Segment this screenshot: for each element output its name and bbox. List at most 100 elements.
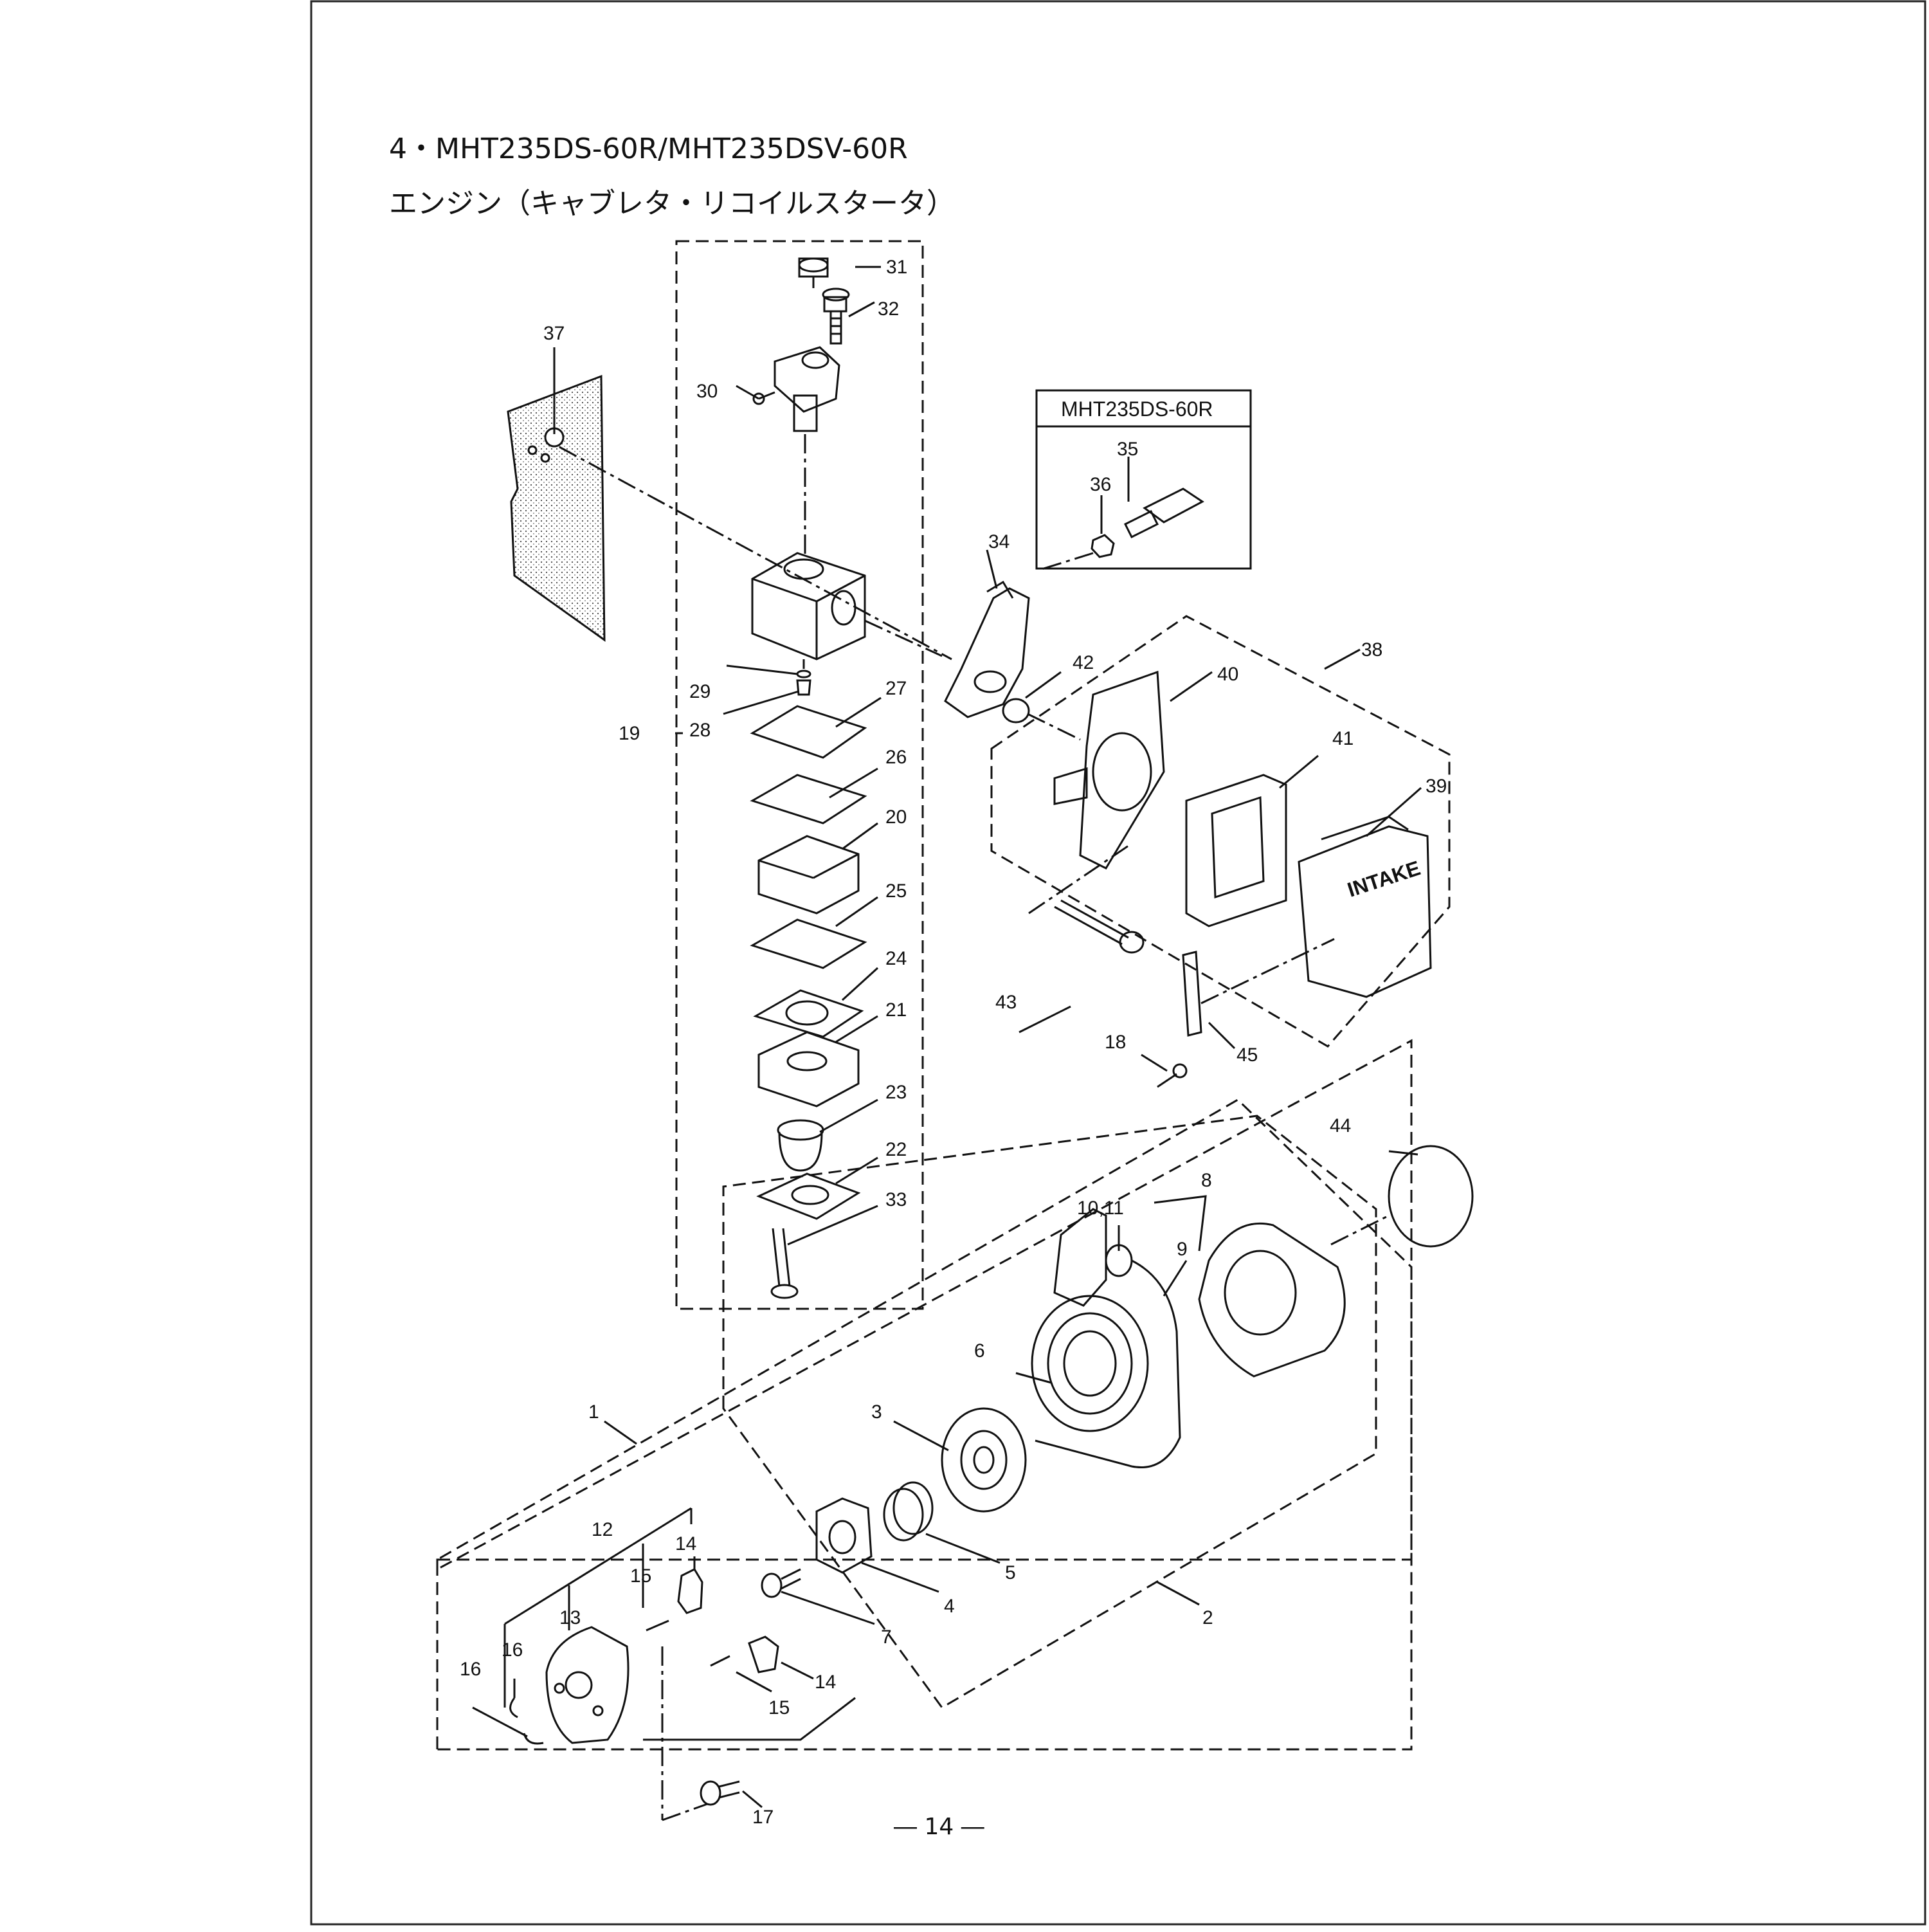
part-10-handle — [1055, 1209, 1132, 1306]
part-35-bolt — [1125, 489, 1202, 537]
callout-24: 24 — [885, 948, 907, 969]
callout-18: 18 — [1105, 1032, 1126, 1053]
callout-15a: 15 — [630, 1565, 651, 1587]
recoil-box-2 — [723, 1116, 1376, 1708]
callout-10-11: 10,11 — [1077, 1198, 1124, 1219]
callout-6: 6 — [974, 1340, 985, 1362]
recoil-box-1 — [437, 1100, 1411, 1749]
mht235ds-detail-box — [1037, 390, 1251, 569]
callout-37: 37 — [543, 323, 565, 344]
callout-45: 45 — [1236, 1044, 1258, 1066]
callout-23: 23 — [885, 1082, 907, 1103]
part-37-insulator — [508, 376, 604, 640]
part-34-bracket — [945, 582, 1029, 717]
callout-14a: 14 — [675, 1533, 696, 1554]
callout-4: 4 — [944, 1596, 955, 1617]
callout-27: 27 — [885, 678, 907, 699]
part-45-label — [1183, 952, 1201, 1035]
part-31-screw — [799, 259, 828, 288]
callout-39: 39 — [1426, 776, 1447, 797]
callout-29: 29 — [689, 681, 711, 702]
part-20-cover — [759, 836, 858, 913]
callout-20: 20 — [885, 807, 907, 828]
part-14-pawl-a — [678, 1569, 702, 1613]
callout-13: 13 — [559, 1607, 581, 1628]
carburetor-assembly-box — [676, 241, 923, 1309]
part-44-sticker — [1389, 1146, 1472, 1246]
alignment-line-37 — [559, 447, 952, 659]
part-carburetor-body — [752, 553, 865, 659]
part-25-gasket — [752, 920, 865, 968]
part-16-clip-a — [511, 1698, 518, 1717]
page-border — [310, 0, 1926, 1926]
part-24-diaphragm — [756, 990, 862, 1037]
part-39-cover — [1299, 817, 1431, 997]
part-28-needle — [797, 680, 810, 695]
part-32-screw — [823, 289, 849, 343]
page-subtitle: エンジン（キャブレタ・リコイルスタータ） — [389, 187, 955, 220]
callout-38: 38 — [1361, 639, 1382, 661]
part-42-ring — [1003, 699, 1029, 722]
part-18-screw — [1157, 1064, 1186, 1087]
callout-7: 7 — [881, 1627, 892, 1648]
part-15-spring-a — [646, 1621, 669, 1630]
part-4-ratchet — [817, 1499, 871, 1572]
part-7-screw — [762, 1569, 801, 1597]
air-cleaner-box — [992, 616, 1449, 1046]
callout-31: 31 — [886, 257, 907, 278]
page-title: 4・MHT235DS-60R/MHT235DSV-60R — [389, 132, 908, 165]
callout-34: 34 — [988, 531, 1010, 552]
detail-box-title: MHT235DS-60R — [1061, 397, 1213, 421]
part-40-cleaner-base — [1055, 672, 1164, 868]
callout-3: 3 — [871, 1401, 882, 1423]
part-17-screw — [701, 1782, 739, 1805]
callout-2: 2 — [1202, 1607, 1213, 1628]
callout-16a: 16 — [502, 1639, 523, 1661]
callout-21: 21 — [885, 999, 907, 1021]
part-3-reel — [942, 1408, 1026, 1511]
callout-40: 40 — [1217, 664, 1238, 685]
callout-14b: 14 — [815, 1672, 836, 1693]
part-16-clip-b — [524, 1733, 543, 1744]
callout-43: 43 — [995, 992, 1017, 1013]
part-36-nut — [1092, 535, 1114, 557]
callout-25: 25 — [885, 880, 907, 902]
callout-22: 22 — [885, 1139, 907, 1160]
callout-17: 17 — [752, 1807, 774, 1828]
callout-12: 12 — [592, 1519, 613, 1540]
part-29-oring — [797, 671, 810, 677]
callout-33: 33 — [885, 1189, 907, 1210]
callout-16b: 16 — [460, 1659, 481, 1680]
part-22-primer-cover — [759, 1174, 858, 1219]
part-43-bolt — [1055, 900, 1143, 952]
part-27-gasket — [752, 706, 865, 758]
callout-5: 5 — [1005, 1562, 1016, 1583]
callout-19: 19 — [619, 723, 640, 744]
callout-41: 41 — [1332, 728, 1354, 749]
callout-30: 30 — [696, 381, 718, 402]
part-9-rope — [1035, 1261, 1180, 1468]
callout-36: 36 — [1090, 474, 1111, 495]
part-recoil-housing — [1199, 1223, 1345, 1376]
recoil-starter-outer-box — [437, 1041, 1411, 1569]
page-number: ― 14 ― — [894, 1814, 984, 1840]
callout-28: 28 — [689, 720, 711, 741]
callout-1: 1 — [588, 1401, 599, 1423]
part-26-diaphragm — [752, 775, 865, 823]
callout-32: 32 — [878, 298, 899, 320]
callout-9: 9 — [1177, 1239, 1188, 1260]
part-41-element — [1186, 775, 1286, 926]
part-6-spring — [1032, 1296, 1148, 1431]
callout-44: 44 — [1330, 1115, 1351, 1136]
part-14-pawl-b — [749, 1637, 778, 1672]
part-13-pulley — [547, 1627, 628, 1743]
callout-35: 35 — [1117, 439, 1138, 460]
part-15-spring-b — [711, 1656, 730, 1666]
callout-42: 42 — [1073, 652, 1094, 673]
part-21-pump-cover — [759, 1032, 858, 1106]
part-5-spring — [884, 1482, 932, 1540]
part-33-screw — [772, 1228, 797, 1298]
part-23-primer-bulb — [778, 1120, 823, 1171]
